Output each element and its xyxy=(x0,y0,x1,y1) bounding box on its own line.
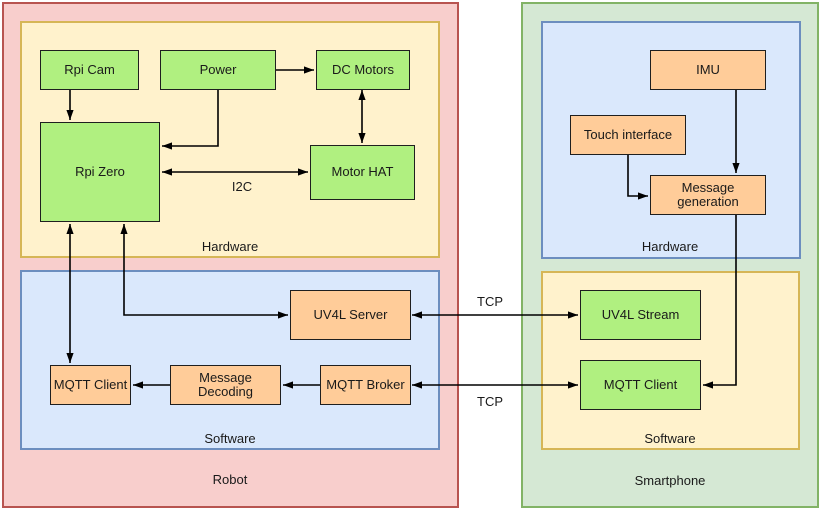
node-touch-interface-label: Touch interface xyxy=(583,126,673,142)
node-uv4l-stream-label: UV4L Stream xyxy=(601,306,680,322)
node-dc-motors: DC Motors xyxy=(316,50,410,90)
node-rpi-zero-label: Rpi Zero xyxy=(75,163,125,179)
node-imu-label: IMU xyxy=(696,61,720,77)
node-message-decoding-label: Message Decoding xyxy=(198,369,253,399)
label-i2c: I2C xyxy=(231,179,253,194)
node-mqtt-client-robot-label: MQTT Client xyxy=(53,376,128,392)
node-power: Power xyxy=(160,50,276,90)
label-tcp-video: TCP xyxy=(477,294,503,309)
node-mqtt-broker-label: MQTT Broker xyxy=(326,376,405,392)
node-uv4l-server: UV4L Server xyxy=(290,290,411,340)
node-uv4l-server-label: UV4L Server xyxy=(313,306,388,322)
node-message-generation-label: Message generation xyxy=(677,179,739,209)
node-message-decoding: Message Decoding xyxy=(170,365,281,405)
smartphone-software-caption: Software xyxy=(644,431,696,446)
node-mqtt-client-robot: MQTT Client xyxy=(50,365,131,405)
node-touch-interface: Touch interface xyxy=(570,115,686,155)
label-tcp-mqtt: TCP xyxy=(477,394,503,409)
node-mqtt-broker: MQTT Broker xyxy=(320,365,411,405)
robot-hardware-caption: Hardware xyxy=(201,239,259,254)
node-rpi-cam: Rpi Cam xyxy=(40,50,139,90)
node-motor-hat-label: Motor HAT xyxy=(331,164,394,180)
node-message-generation: Message generation xyxy=(650,175,766,215)
node-motor-hat: Motor HAT xyxy=(310,145,415,200)
node-uv4l-stream: UV4L Stream xyxy=(580,290,701,340)
node-dc-motors-label: DC Motors xyxy=(331,61,395,77)
node-imu: IMU xyxy=(650,50,766,90)
node-power-label: Power xyxy=(199,61,237,77)
robot-software-caption: Software xyxy=(204,431,256,446)
node-mqtt-client-smartphone-label: MQTT Client xyxy=(603,376,678,392)
smartphone-hardware-caption: Hardware xyxy=(641,239,699,254)
node-mqtt-client-smartphone: MQTT Client xyxy=(580,360,701,410)
node-rpi-cam-label: Rpi Cam xyxy=(64,61,115,77)
node-rpi-zero: Rpi Zero xyxy=(40,122,160,222)
smartphone-caption: Smartphone xyxy=(634,473,706,488)
robot-caption: Robot xyxy=(212,472,248,487)
